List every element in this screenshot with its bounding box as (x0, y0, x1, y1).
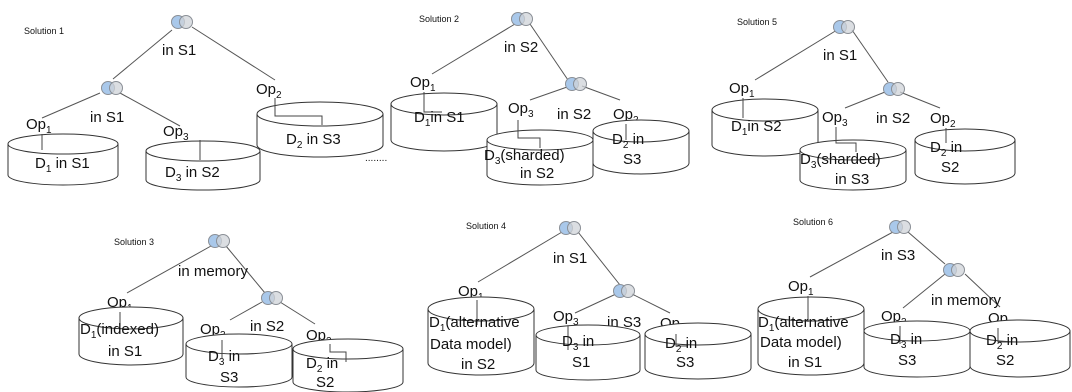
root-location: in S3 (881, 247, 915, 264)
root-location: in S1 (823, 47, 857, 64)
d1-model: Data model) (430, 336, 512, 353)
datastore-d2 (914, 128, 1016, 185)
solution-3: Solution 3 in memory in S2 Op1 Op3 Op2 D… (78, 234, 404, 392)
op1-label: Op1 (410, 74, 436, 94)
datastore-d2 (256, 101, 384, 158)
join-icon (261, 291, 283, 305)
solution-4-title: Solution 4 (466, 221, 506, 231)
datastore-d1 (711, 98, 819, 157)
datastore-d2 (592, 119, 690, 175)
datastore-d3 (145, 140, 261, 191)
root-location: in S1 (162, 42, 196, 59)
datastore-d3 (863, 320, 971, 378)
join-location: in S2 (557, 106, 591, 123)
d3-location: S1 (572, 354, 590, 371)
join-location: in S2 (876, 110, 910, 127)
solution-4: Solution 4 in S1 in S3 Op1 Op3 Op2 D1(al… (427, 221, 752, 381)
solution-1: Solution 1 in S1 in S1 Op1 Op3 Op2 D1 in… (7, 15, 387, 191)
solution-1-title: Solution 1 (24, 26, 64, 36)
d2-label: D2 in (986, 332, 1018, 352)
solution-5-title: Solution 5 (737, 17, 777, 27)
d3-label: D3 in (208, 348, 240, 368)
datastore-d2 (644, 322, 752, 380)
solution-2-title: Solution 2 (419, 14, 459, 24)
d2-label: D2 in (930, 139, 962, 159)
op2-label: Op2 (930, 110, 956, 130)
d3-label: D3 in (562, 333, 594, 353)
datastore-d1 (757, 296, 865, 376)
d2-label: D2 in (612, 131, 644, 151)
d2-label: D2 in (306, 355, 338, 375)
datastore-d2 (292, 338, 404, 392)
solution-3-title: Solution 3 (114, 237, 154, 247)
solution-6-title: Solution 6 (793, 217, 833, 227)
d3-location: in S3 (835, 171, 869, 188)
datastore-d3 (535, 324, 641, 381)
d3-label: D3 in (890, 331, 922, 351)
d1-label: D1(indexed) (80, 321, 159, 341)
solution-5: Solution 5 in S1 in S2 Op1 Op3 Op2 D1in … (711, 17, 1016, 191)
d3-location: S3 (220, 369, 238, 386)
join-icon (171, 15, 193, 29)
d1-location: in S1 (108, 343, 142, 360)
op1-label: Op1 (788, 278, 814, 298)
join-location: in S2 (250, 318, 284, 335)
solution-6: Solution 6 in S3 in memory Op1 Op3 Op2 D… (757, 217, 1071, 378)
join-icon (889, 220, 911, 234)
d1-label: D1in S1 (414, 109, 465, 129)
ellipsis: ........ (365, 153, 387, 164)
d2-location: S3 (676, 354, 694, 371)
d1-model: Data model) (760, 334, 842, 351)
root-location: in S1 (553, 250, 587, 267)
op3-label: Op3 (508, 100, 534, 120)
op3-label: Op3 (553, 308, 579, 328)
datastore-d1 (390, 92, 498, 152)
join-icon (613, 284, 635, 298)
d3-label: D3 in S2 (165, 164, 220, 184)
join-location: in S1 (90, 109, 124, 126)
datastore-d3 (185, 333, 293, 388)
join-icon (208, 234, 230, 248)
op3-label: Op3 (822, 109, 848, 129)
d3-location: in S2 (520, 165, 554, 182)
datastore-d3 (486, 129, 594, 186)
d2-location: S3 (623, 151, 641, 168)
d1-label: D1(alternative (758, 314, 849, 334)
op1-label: Op1 (26, 116, 52, 136)
d3-label: D3(sharded) (800, 151, 881, 171)
join-icon (101, 81, 123, 95)
d3-location: S3 (898, 352, 916, 369)
d2-label: D2 in (665, 335, 697, 355)
op2-label: Op2 (256, 81, 282, 101)
d2-location: S2 (941, 159, 959, 176)
root-location: in memory (178, 263, 249, 280)
join-location: in memory (931, 292, 1002, 309)
join-icon (883, 82, 905, 96)
datastore-d1 (427, 296, 535, 376)
d1-location: in S2 (461, 356, 495, 373)
root-location: in S2 (504, 39, 538, 56)
join-icon (833, 20, 855, 34)
join-icon (943, 263, 965, 277)
d2-location: S2 (316, 374, 334, 391)
d3-label: D3(sharded) (484, 147, 565, 167)
join-icon (565, 77, 587, 91)
d1-label: D1(alternative (429, 314, 520, 334)
datastore-d2 (969, 319, 1071, 378)
d2-location: S2 (996, 352, 1014, 369)
d1-label: D1 in S1 (35, 155, 90, 175)
d1-label: D1in S2 (731, 118, 782, 138)
d2-label: D2 in S3 (286, 131, 341, 151)
join-icon (511, 12, 533, 26)
datastore-d1 (7, 133, 119, 186)
datastore-d3 (799, 139, 907, 191)
op3-label: Op3 (163, 123, 189, 143)
solution-2: Solution 2 in S2 in S2 Op1 Op3 Op2 D1in … (390, 12, 690, 186)
join-icon (559, 221, 581, 235)
d1-location: in S1 (788, 354, 822, 371)
datastore-d1 (78, 306, 184, 366)
op1-label: Op1 (729, 80, 755, 100)
